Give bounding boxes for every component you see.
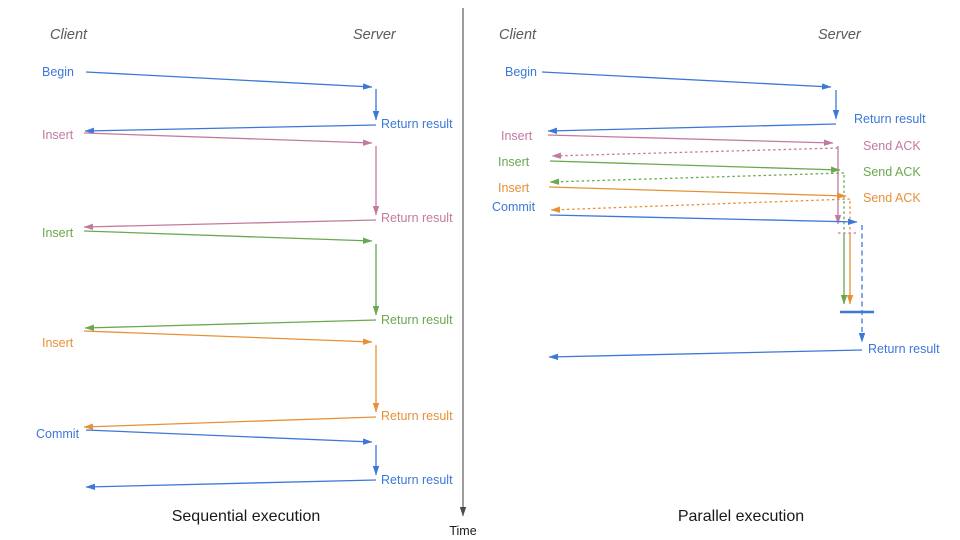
- par-ack-line: [550, 198, 851, 213]
- seq-request-line: [85, 71, 373, 90]
- seq-return-line: [84, 124, 377, 135]
- par-server-header: Server: [818, 27, 862, 43]
- par-op-label: Begin: [505, 65, 537, 79]
- par-op-label: Commit: [492, 200, 536, 214]
- par-op-label: Insert: [498, 155, 530, 169]
- seq-return-label: Return result: [381, 473, 453, 487]
- par-request-line: [549, 214, 858, 225]
- par-final-return-line: [548, 349, 863, 360]
- seq-request-line: [83, 230, 373, 244]
- par-response-label: Send ACK: [863, 191, 921, 205]
- par-ack-line: [549, 172, 845, 185]
- seq-request-line: [85, 429, 373, 445]
- seq-request-line: [83, 330, 373, 345]
- seq-return-line: [83, 416, 377, 430]
- par-response-label: Send ACK: [863, 139, 921, 153]
- seq-op-label: Insert: [42, 226, 74, 240]
- seq-request-line: [83, 132, 373, 146]
- par-op-label: Insert: [498, 181, 530, 195]
- seq-return-label: Return result: [381, 313, 453, 327]
- par-response-label: Send ACK: [863, 165, 921, 179]
- par-title: Parallel execution: [678, 508, 804, 525]
- par-final-return-label: Return result: [868, 342, 940, 356]
- par-ack-line: [551, 147, 839, 159]
- seq-server-header: Server: [353, 27, 397, 43]
- seq-op-label: Begin: [42, 65, 74, 79]
- par-request-line: [541, 71, 832, 90]
- seq-op-label: Commit: [36, 427, 80, 441]
- par-client-header: Client: [499, 27, 537, 43]
- par-response-line: [547, 123, 837, 134]
- parallel-diagram: Client Server Begin Return result Insert…: [492, 27, 940, 525]
- seq-return-label: Return result: [381, 409, 453, 423]
- seq-return-line: [85, 479, 377, 490]
- seq-op-label: Insert: [42, 336, 74, 350]
- par-request-line: [548, 186, 847, 199]
- seq-return-label: Return result: [381, 117, 453, 131]
- time-axis-label: Time: [449, 524, 476, 538]
- par-request-line: [549, 160, 841, 173]
- seq-op-label: Insert: [42, 128, 74, 142]
- time-axis: Time: [449, 8, 477, 538]
- seq-title: Sequential execution: [172, 508, 321, 525]
- seq-return-line: [84, 319, 377, 331]
- seq-return-line: [83, 219, 377, 230]
- sequential-diagram: Client Server Begin Return result Insert…: [36, 27, 453, 525]
- par-request-line: [547, 134, 834, 146]
- par-op-label: Insert: [501, 129, 533, 143]
- par-response-label: Return result: [854, 112, 926, 126]
- seq-return-label: Return result: [381, 211, 453, 225]
- seq-client-header: Client: [50, 27, 88, 43]
